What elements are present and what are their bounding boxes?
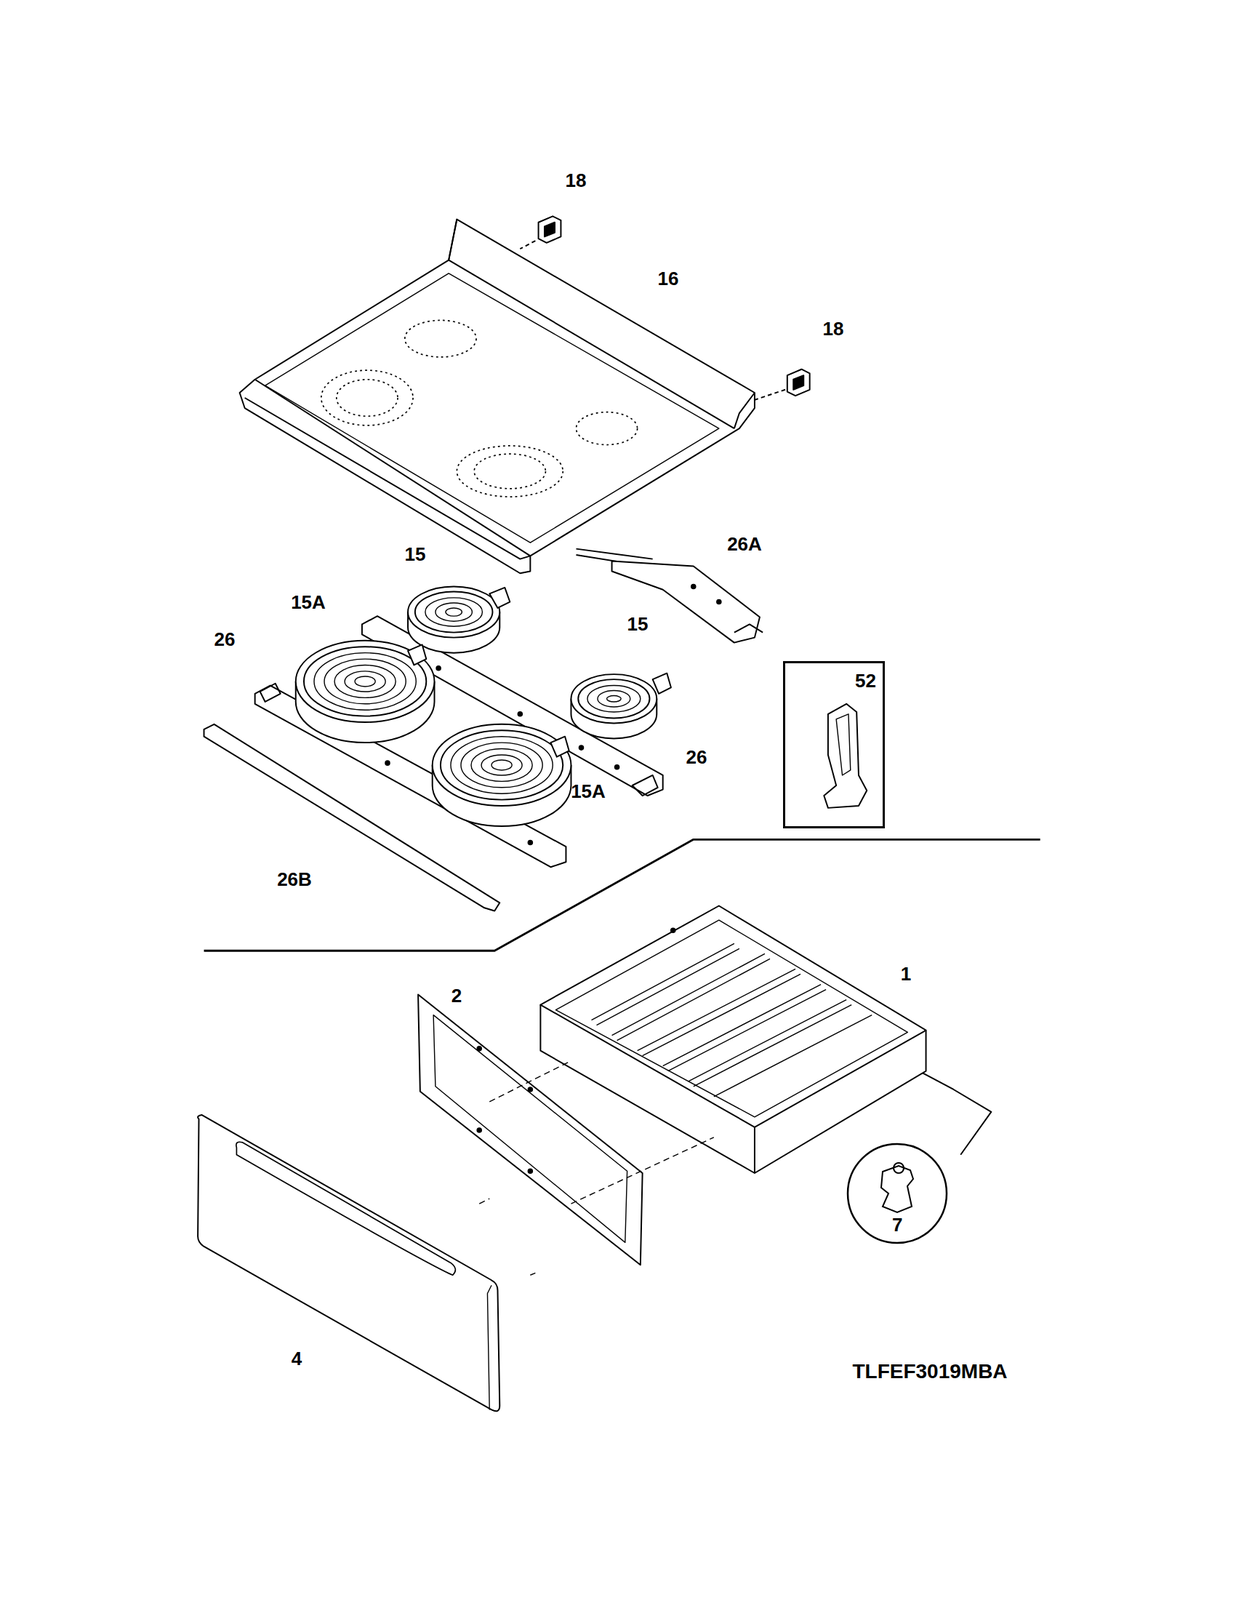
callout-number: 18 <box>823 319 845 339</box>
callout-number: 15 <box>627 614 649 634</box>
model-number: TLFEF3019MBA <box>852 1361 1007 1382</box>
callout-number: 15 <box>404 544 427 564</box>
callout-number: 26B <box>277 869 312 889</box>
callout-number: 16 <box>657 269 680 288</box>
detail-box: 52 <box>783 660 885 829</box>
callout-number: 1 <box>900 964 912 983</box>
callout-number: 4 <box>291 1348 302 1368</box>
callout-number: 52 <box>855 671 877 690</box>
callout-number: 26 <box>214 629 236 649</box>
callout-number: 2 <box>451 985 462 1005</box>
callout-number: 15A <box>570 781 606 801</box>
callout-number: 15A <box>290 592 326 612</box>
detail-circle: 7 <box>846 1142 949 1244</box>
callout-number: 7 <box>892 1214 903 1234</box>
callout-number: 26A <box>727 534 762 554</box>
callout-number: 18 <box>565 170 587 190</box>
callout-number: 26 <box>686 747 708 767</box>
